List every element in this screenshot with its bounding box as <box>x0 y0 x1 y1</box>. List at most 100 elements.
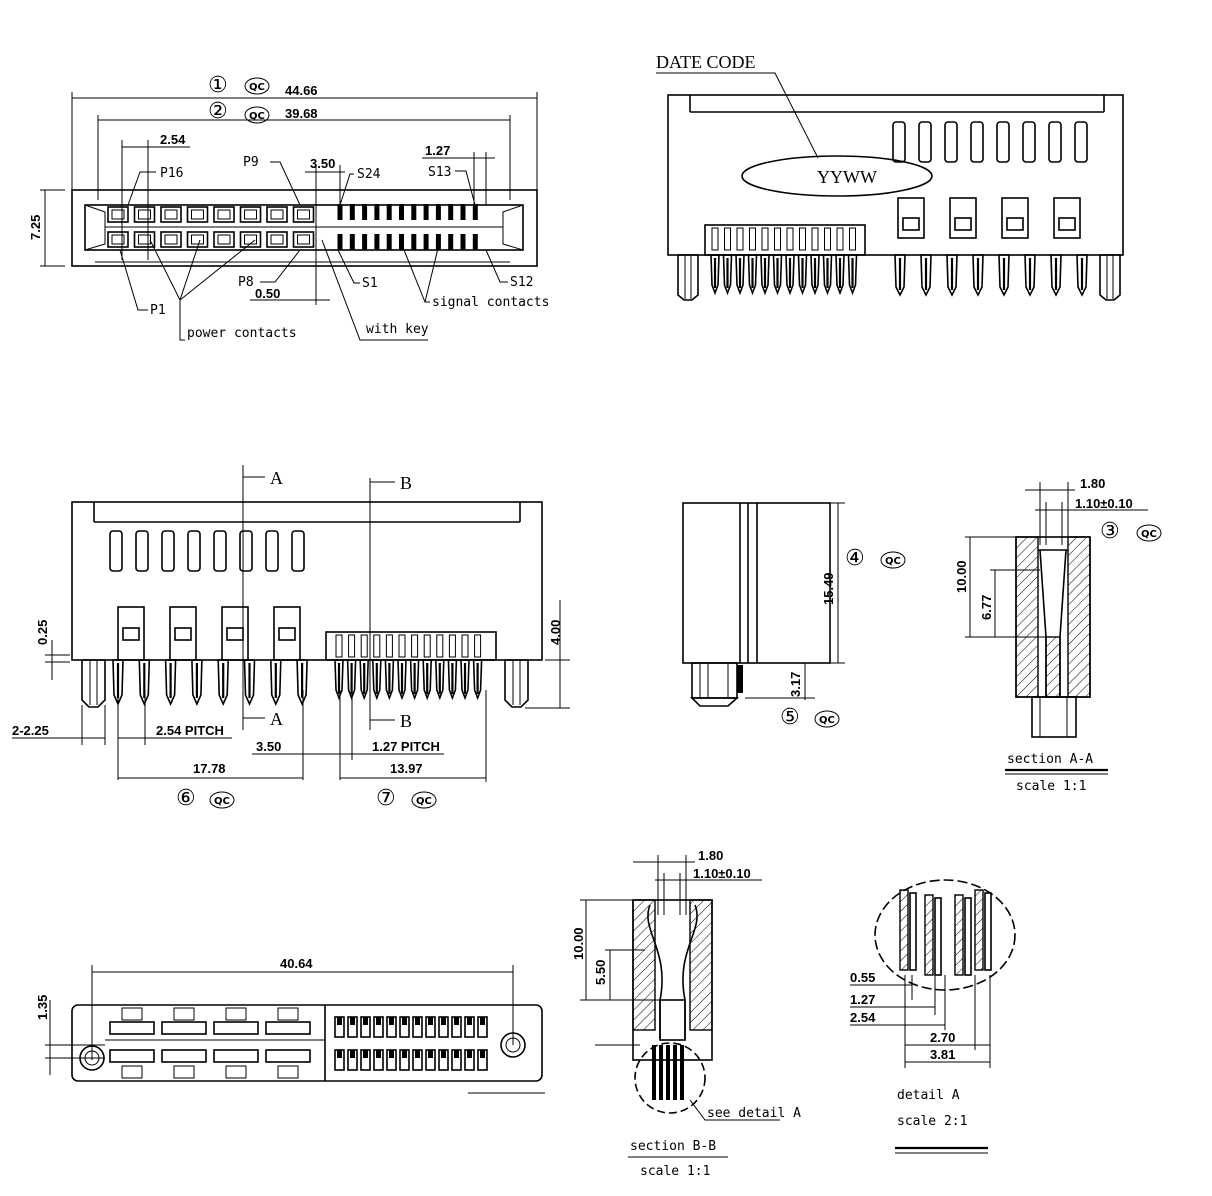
signal-pad-mark <box>389 1050 394 1058</box>
signal-contact-bottom <box>460 234 466 250</box>
signal-slot <box>836 227 844 251</box>
label-s13: S13 <box>428 165 451 180</box>
signal-contact-top <box>448 204 454 220</box>
power-contact-bottom <box>239 231 262 248</box>
power-window-inner <box>1006 217 1024 231</box>
signal-pin <box>747 254 758 296</box>
marker-6: ⑥ <box>176 786 196 811</box>
power-pad-slot <box>173 1065 195 1079</box>
vent-slot <box>1022 121 1036 163</box>
signal-slot <box>799 227 806 251</box>
power-contact-inner <box>270 234 284 245</box>
power-contact-inner <box>270 209 284 220</box>
vent-slot <box>1074 121 1088 163</box>
board-peg <box>504 659 529 708</box>
dim-0-50: 0.50 <box>255 286 280 301</box>
dim-2-54-detail: 2.54 <box>850 1010 876 1025</box>
dim-1-27: 1.27 <box>425 143 450 158</box>
power-contact-inner <box>191 209 204 220</box>
signal-contact-bottom <box>411 234 417 250</box>
power-window-inner <box>1058 217 1076 231</box>
power-pin <box>998 254 1010 297</box>
detail-contact-edge <box>984 892 992 971</box>
signal-pin <box>735 254 745 296</box>
dim-3-17: 3.17 <box>788 672 803 697</box>
power-pin <box>164 659 177 706</box>
label-power-contacts: power contacts <box>187 326 297 341</box>
signal-slot <box>724 227 731 251</box>
see-detail-a: see detail A <box>707 1106 801 1121</box>
power-contact-top <box>266 206 288 223</box>
power-pad-slot <box>225 1007 247 1021</box>
signal-pad-mark <box>415 1050 420 1058</box>
front-view: DATE CODE YYWW <box>656 52 1124 301</box>
signal-slot <box>749 227 756 251</box>
power-contact-top <box>160 206 182 223</box>
power-contact-inner <box>297 234 310 245</box>
section-bb-scale: scale 1:1 <box>640 1164 710 1179</box>
vent-slot <box>265 530 279 572</box>
signal-pin <box>472 659 483 701</box>
signal-pad-mark <box>428 1017 433 1025</box>
power-contact-inner <box>138 234 151 245</box>
signal-pad-mark <box>363 1017 368 1025</box>
signal-contact-top <box>460 204 466 220</box>
signal-contact-bottom <box>423 234 429 250</box>
signal-slot <box>786 227 794 251</box>
contact-pin <box>652 1045 656 1100</box>
power-contact-inner <box>244 234 257 245</box>
signal-pad-mark <box>337 1050 342 1058</box>
signal-slot <box>348 634 356 658</box>
signal-slot <box>448 634 456 658</box>
detail-contact <box>954 894 964 976</box>
signal-contact-top <box>349 204 355 220</box>
signal-pin <box>447 659 458 701</box>
signal-contact-bottom <box>349 234 355 250</box>
detail-contact-edge <box>909 892 917 971</box>
contact-pin <box>680 1045 684 1100</box>
signal-slot <box>474 634 482 658</box>
power-pin <box>1024 254 1036 297</box>
signal-pin <box>835 254 845 296</box>
power-pad <box>161 1021 207 1035</box>
power-pad-slot <box>173 1007 195 1021</box>
power-window <box>949 197 977 239</box>
signal-pad-mark <box>415 1017 420 1025</box>
label-p8: P8 <box>238 275 254 290</box>
dim-0-25: 0.25 <box>35 620 50 645</box>
dim-10-00-a: 10.00 <box>954 560 969 593</box>
signal-pad-mark <box>363 1050 368 1058</box>
signal-slot <box>373 634 381 658</box>
marker-5: ⑤ <box>780 705 800 730</box>
power-window <box>1001 197 1029 239</box>
signal-contact-bottom <box>472 234 478 250</box>
signal-contact-top <box>435 204 441 220</box>
power-pin <box>243 659 256 706</box>
signal-pin <box>710 254 720 296</box>
power-contact-bottom <box>266 231 288 248</box>
power-pin <box>972 254 984 297</box>
power-pad <box>265 1049 311 1063</box>
signal-pad-mark <box>454 1050 459 1058</box>
power-contact-inner <box>297 209 310 220</box>
marker-7: ⑦ <box>376 786 396 811</box>
signal-pin <box>359 659 370 701</box>
dim-0-55: 0.55 <box>850 970 875 985</box>
signal-slot <box>811 227 819 251</box>
signal-pad-mark <box>480 1017 485 1025</box>
bottom-view: 40.64 1.35 <box>35 956 545 1094</box>
power-pad <box>213 1021 259 1035</box>
label-p9: P9 <box>243 155 259 170</box>
vent-slot <box>239 530 253 572</box>
label-s24: S24 <box>357 167 381 182</box>
signal-pin <box>434 659 445 701</box>
marker-1: ① <box>208 73 228 98</box>
power-window <box>221 606 249 661</box>
detail-a-scale: scale 2:1 <box>897 1114 967 1129</box>
board-peg <box>81 659 106 708</box>
detail-a-title: detail A <box>897 1088 960 1103</box>
signal-pad-mark <box>402 1017 407 1025</box>
dim-44-66: 44.66 <box>285 83 318 98</box>
signal-slot <box>849 227 856 251</box>
